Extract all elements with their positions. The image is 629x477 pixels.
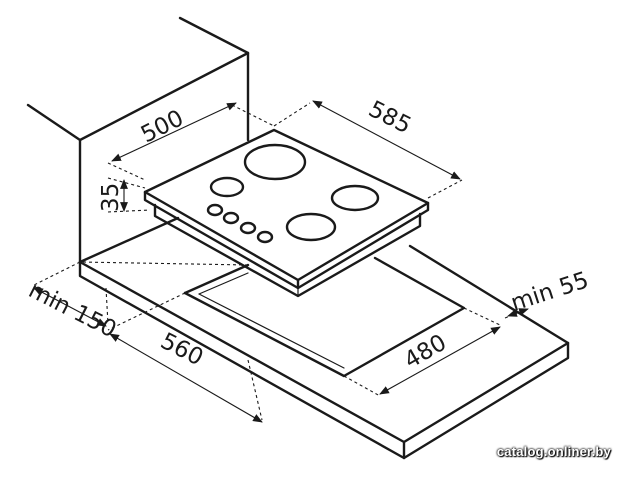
hob-unit: [143, 128, 430, 298]
label-35: 35: [98, 183, 124, 212]
control-knob: [256, 230, 274, 244]
dim-line-560: [109, 333, 263, 423]
burner-front: [285, 212, 337, 242]
control-knob: [206, 203, 224, 217]
dim-line-min55: [507, 308, 529, 317]
burner-large: [243, 143, 307, 181]
control-knob: [239, 221, 257, 235]
back-wall: [26, 16, 250, 264]
label-min150: min 150: [24, 277, 120, 343]
burner-small: [209, 176, 245, 198]
label-min55: min 55: [508, 267, 592, 316]
label-480: 480: [400, 330, 451, 374]
watermark: catalog.onliner.by: [496, 444, 611, 459]
dim-line-480: [379, 326, 501, 395]
label-500: 500: [137, 105, 188, 148]
countertop: [78, 216, 570, 460]
dim-line-585: [312, 100, 461, 180]
control-knob: [222, 211, 240, 225]
dim-line-500: [111, 102, 237, 162]
burner-right: [330, 184, 380, 212]
dimension-lines: [33, 100, 529, 423]
dim-line-min150: [33, 287, 107, 327]
